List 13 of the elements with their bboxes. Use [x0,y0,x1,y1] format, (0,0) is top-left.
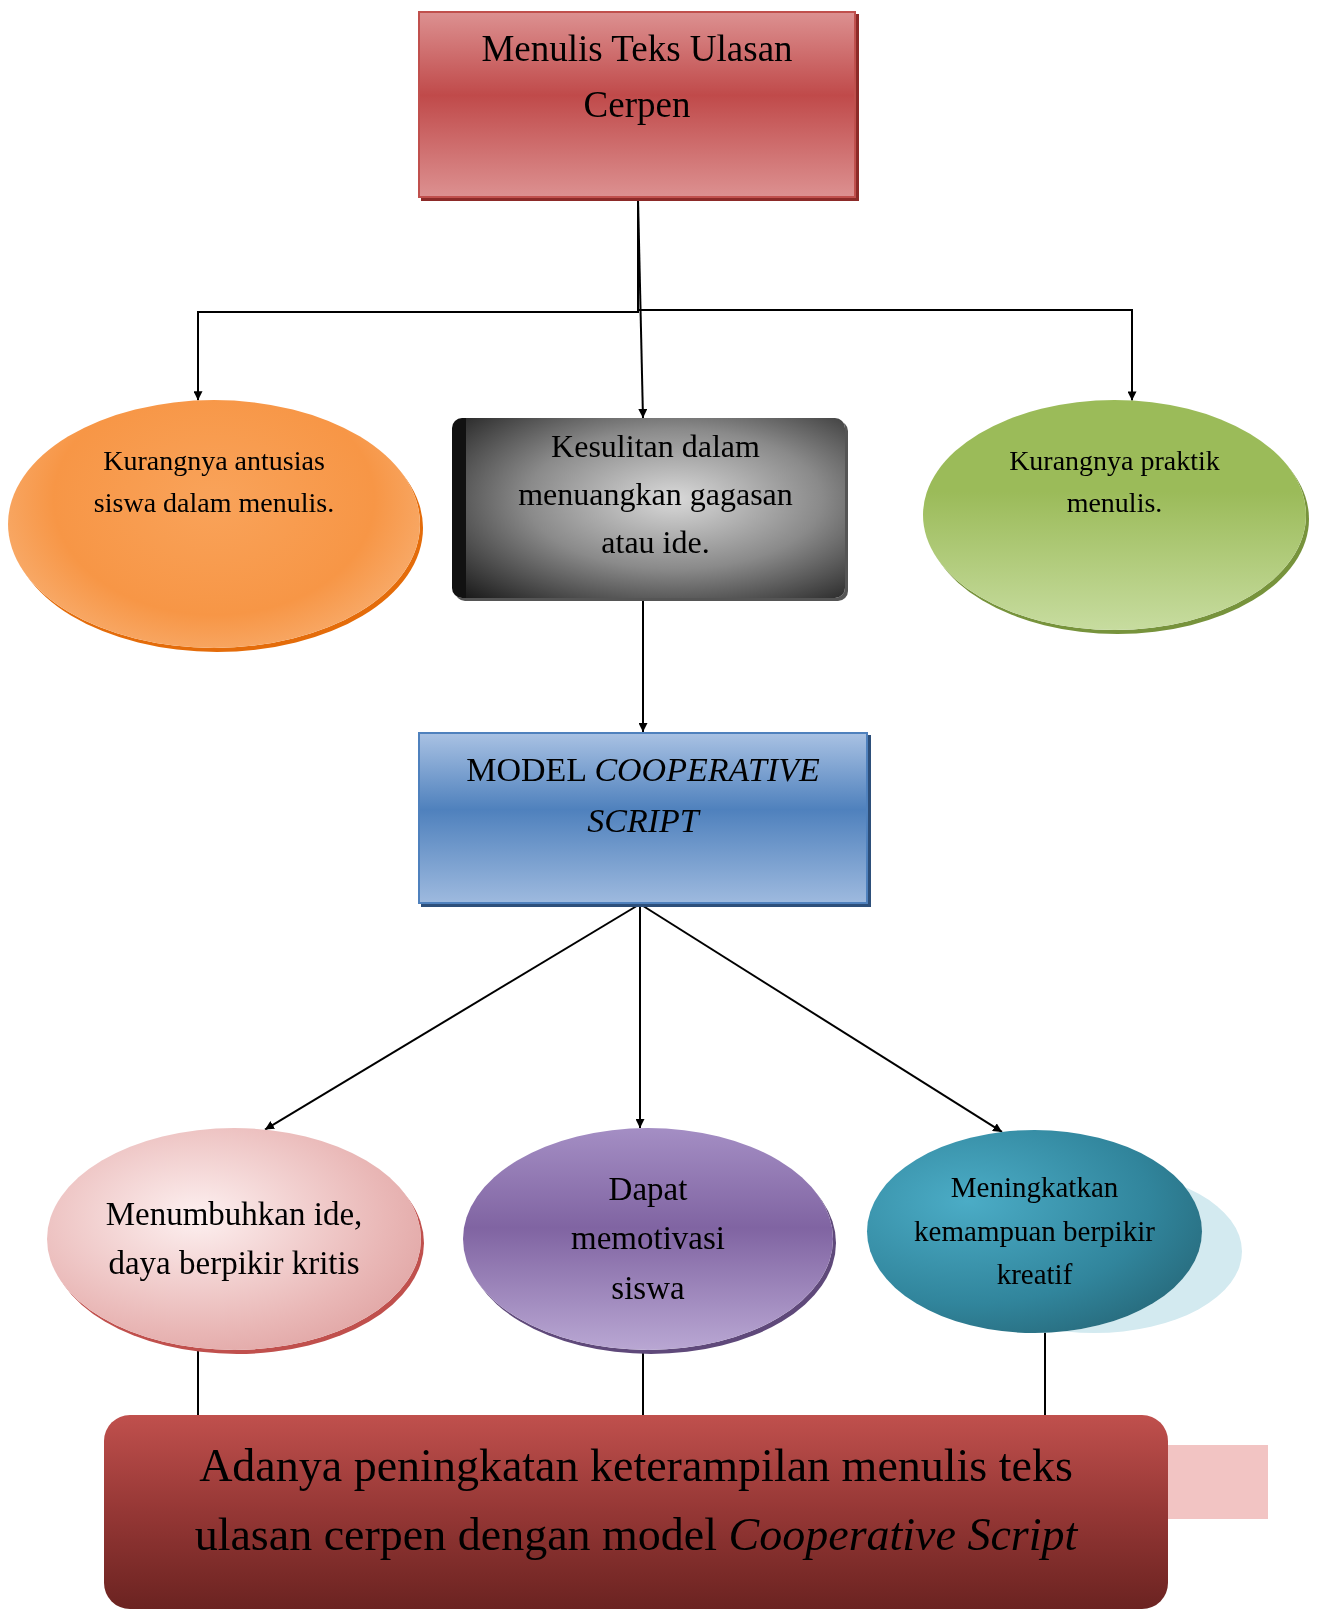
title-box [418,11,856,198]
node-text: Kurangnya antusias siswa dalam menulis. [92,444,336,520]
node-text: Dapat memotivasi siswa [570,1169,726,1308]
problem-scroll [452,418,845,598]
node-text: Menumbuhkan ide, daya berpikir kritis [104,1194,364,1283]
node-text: Kesulitan dalam menuangkan gagasan atau ide. [517,427,794,562]
node-text: Menulis Teks Ulasan Cerpen [480,27,794,127]
model-box [418,732,868,904]
node-text: Meningkatkan kemampuan berpikir kreatif [913,1170,1156,1293]
connector-line [1044,1331,1046,1416]
node-text: Adanya peningkatan keterampilan menulis teks ulasan cerpen dengan model Cooperative Script [193,1439,1079,1562]
node-text: MODEL COOPERATIVE SCRIPT [465,750,821,841]
node-text: Kurangnya praktik menulis. [1008,444,1221,520]
